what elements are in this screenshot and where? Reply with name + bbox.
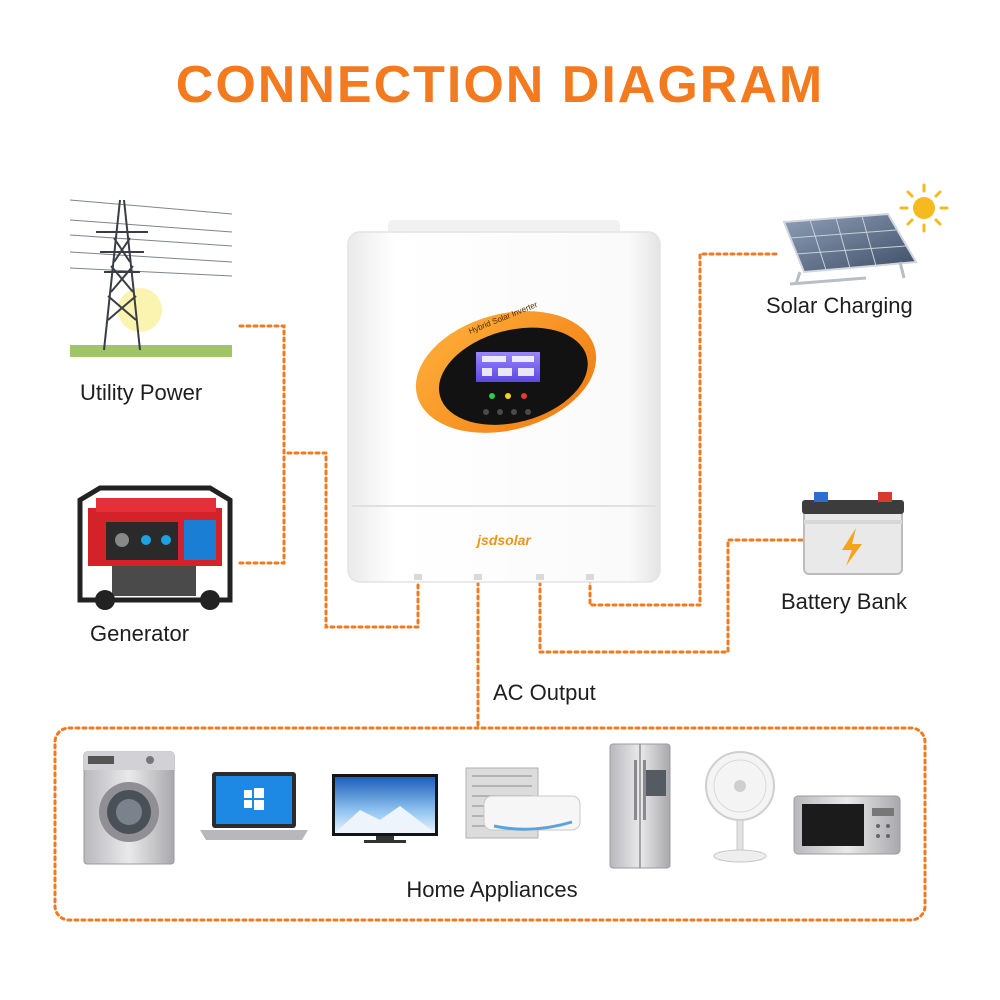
fault-led (521, 393, 527, 399)
home-appliances-label: Home Appliances (406, 877, 578, 902)
battery-connector (538, 538, 804, 654)
microwave-icon (793, 795, 901, 855)
solar-connector (588, 252, 778, 607)
power-tower-icon (69, 199, 233, 357)
solar-charging-label: Solar Charging (766, 293, 913, 318)
generator-label: Generator (90, 621, 190, 646)
battery-icon (802, 492, 904, 575)
generator-icon (77, 485, 233, 610)
generator-connector (238, 451, 286, 565)
utility-power-label: Utility Power (80, 380, 203, 405)
diagram-title: CONNECTION DIAGRAM (175, 56, 825, 114)
tv-icon (332, 774, 438, 843)
inverter-unit: Hybrid Solar Inverter jsdsolar (347, 220, 661, 583)
ac-output-label: AC Output (493, 680, 596, 705)
charge-led (505, 393, 511, 399)
utility-connector (238, 324, 420, 629)
ac-inv-led (489, 393, 495, 399)
inverter-brand: jsdsolar (475, 532, 532, 548)
air-conditioner-icon (465, 767, 581, 839)
laptop-icon (200, 772, 308, 840)
sun-icon (899, 183, 949, 233)
connector-lines (53, 252, 927, 922)
solar-panel-icon (782, 212, 918, 286)
appliances-border (53, 726, 927, 922)
washing-machine-icon (83, 751, 175, 865)
refrigerator-icon (609, 743, 671, 869)
battery-bank-label: Battery Bank (781, 589, 907, 614)
fan-icon (705, 751, 775, 863)
